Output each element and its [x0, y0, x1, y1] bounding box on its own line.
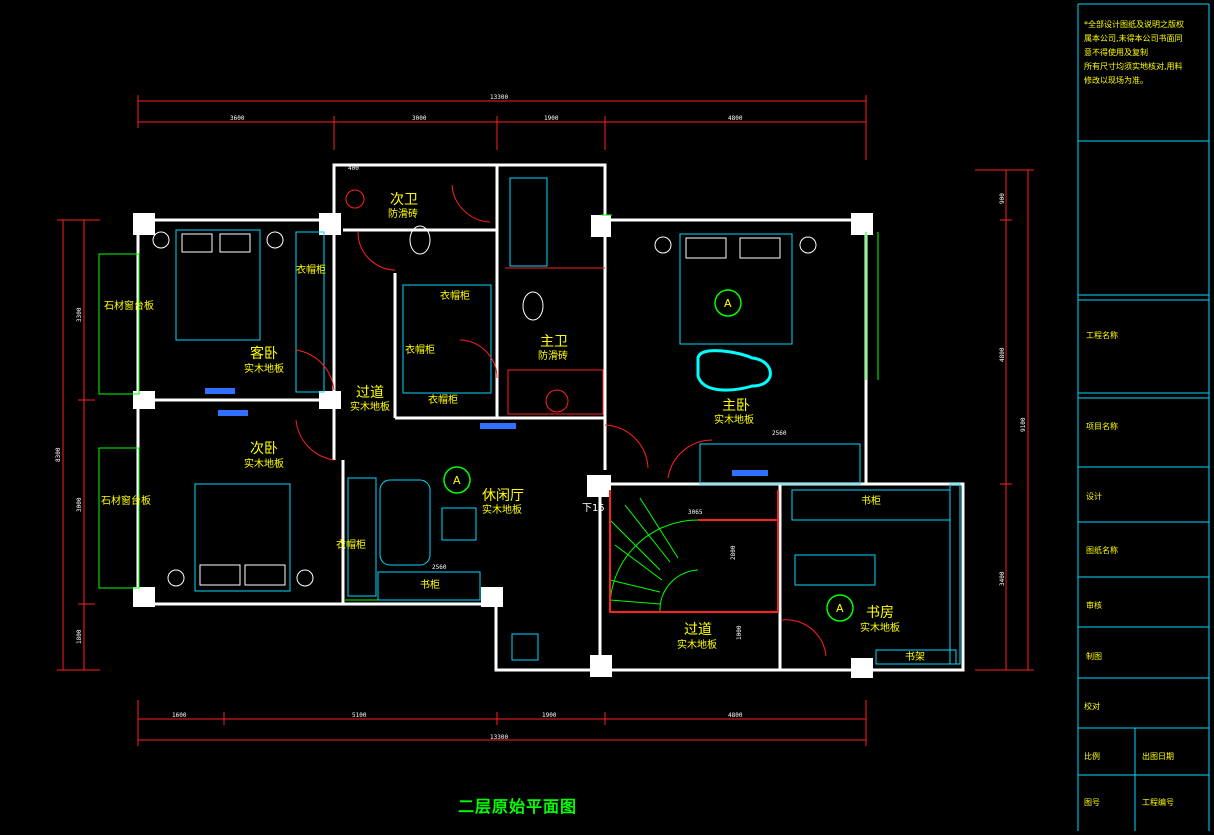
dim-top-1: 3600: [230, 115, 245, 122]
lights: [205, 388, 768, 476]
label-wardrobe-walkin-bottom: 衣帽柜: [428, 395, 458, 406]
room-corridor1-name: 过道: [356, 385, 384, 401]
tb-scale: 比例: [1084, 752, 1100, 761]
dim-2560-a: 2560: [772, 430, 787, 437]
note-line-5: 修改以现场为准。: [1084, 76, 1148, 85]
room-master-bath-floor: 防滑砖: [538, 351, 568, 362]
windows: [98, 214, 879, 601]
label-stone-sill-lower: 石材窗台板: [101, 496, 151, 507]
room-second-floor: 实木地板: [244, 459, 284, 470]
room-lounge-floor: 实木地板: [482, 505, 522, 516]
dim-left-3: 1800: [76, 629, 83, 644]
dim-top-total: 13300: [490, 94, 509, 101]
dim-bottom-total: 13300: [490, 734, 509, 741]
dim-right-total: 9100: [1020, 417, 1027, 432]
note-line-2: 属本公司,未得本公司书面同: [1084, 34, 1183, 43]
dim-left-2: 3000: [76, 497, 83, 512]
tb-review: 审核: [1086, 601, 1102, 610]
label-bookcase-lounge: 书柜: [420, 580, 440, 591]
room-second-name: 次卧: [250, 441, 278, 457]
note-line-4: 所有尺寸均须实地核对,用料: [1084, 62, 1183, 71]
room-master-name: 主卧: [722, 398, 750, 414]
dim-right-1: 900: [999, 193, 1006, 204]
label-bookcase-study: 书柜: [861, 496, 881, 507]
dim-left-total: 8300: [55, 447, 62, 462]
dim-top-3: 1900: [544, 115, 559, 122]
copyright-notes: *全部设计图纸及说明之版权 属本公司,未得本公司书面同 意不得使用及复制 所有尺…: [1084, 18, 1210, 88]
room-master-floor: 实木地板: [714, 415, 754, 426]
stair-edge: [609, 490, 779, 613]
dim-right-2: 4800: [999, 347, 1006, 362]
room-corridor2-floor: 实木地板: [677, 640, 717, 651]
tb-check: 校对: [1084, 702, 1100, 711]
room-study-floor: 实木地板: [860, 623, 900, 634]
room-guest-name: 客卧: [250, 346, 278, 362]
tb-drawing-name: 图纸名称: [1086, 546, 1118, 555]
furniture: [175, 177, 961, 665]
doors: [295, 184, 827, 657]
dim-right-3: 3400: [999, 571, 1006, 586]
drawing-title: 二层原始平面图: [458, 797, 578, 816]
room-study-name: 书房: [866, 605, 894, 621]
label-wardrobe-walkin-left: 衣帽柜: [405, 345, 435, 356]
dim-left-1: 3300: [76, 307, 83, 322]
tb-project-name: 工程名称: [1086, 331, 1118, 340]
dim-bottom-4: 4800: [728, 712, 743, 719]
room-lounge-name: 休闲厅: [482, 488, 524, 504]
tb-date: 出图日期: [1142, 752, 1174, 761]
room-master-bath-name: 主卫: [540, 334, 568, 350]
dim-top-4: 4800: [728, 115, 743, 122]
dim-2560-b: 2560: [432, 564, 447, 571]
dim-stair-width: 3065: [688, 509, 703, 516]
room-bath2-name: 次卫: [390, 192, 418, 208]
note-line-1: *全部设计图纸及说明之版权: [1084, 20, 1184, 29]
room-corridor1-floor: 实木地板: [350, 402, 390, 413]
label-stone-sill-upper: 石材窗台板: [104, 301, 154, 312]
dim-bottom-1: 1600: [172, 712, 187, 719]
tb-sheet-no: 图号: [1084, 798, 1100, 807]
stair: [609, 497, 699, 613]
bed-details: [152, 231, 817, 587]
label-stair-down: 下15: [582, 503, 605, 514]
section-marker-a-master: A: [724, 297, 732, 310]
dim-corridor-1000: 1000: [736, 625, 743, 640]
dim-stair-height: 2800: [730, 545, 737, 560]
label-wardrobe-second: 衣帽柜: [336, 540, 366, 551]
room-guest-floor: 实木地板: [244, 364, 284, 375]
dim-bottom-3: 1900: [542, 712, 557, 719]
label-bookshelf-study: 书架: [905, 652, 925, 663]
section-marker-a-study: A: [836, 602, 844, 615]
room-bath2-floor: 防滑砖: [388, 209, 418, 220]
tb-design: 设计: [1086, 492, 1102, 501]
dimension-lines: [57, 95, 1034, 746]
room-corridor2-name: 过道: [684, 622, 712, 638]
section-markers: [443, 289, 854, 622]
dim-small-400: 400: [348, 165, 359, 172]
title-block-frame: [1077, 3, 1210, 831]
tb-item-name: 项目名称: [1086, 422, 1118, 431]
tb-project-no: 工程编号: [1142, 798, 1174, 807]
dim-top-2: 3000: [412, 115, 427, 122]
note-line-3: 意不得使用及复制: [1084, 48, 1148, 57]
sanitary: [345, 189, 605, 415]
section-marker-a-lounge: A: [453, 474, 461, 487]
dim-bottom-2: 5100: [352, 712, 367, 719]
label-wardrobe-walkin-top: 衣帽柜: [440, 291, 470, 302]
pillars: [133, 213, 873, 678]
label-wardrobe-guest: 衣帽柜: [296, 265, 326, 276]
tb-drafting: 制图: [1086, 652, 1102, 661]
